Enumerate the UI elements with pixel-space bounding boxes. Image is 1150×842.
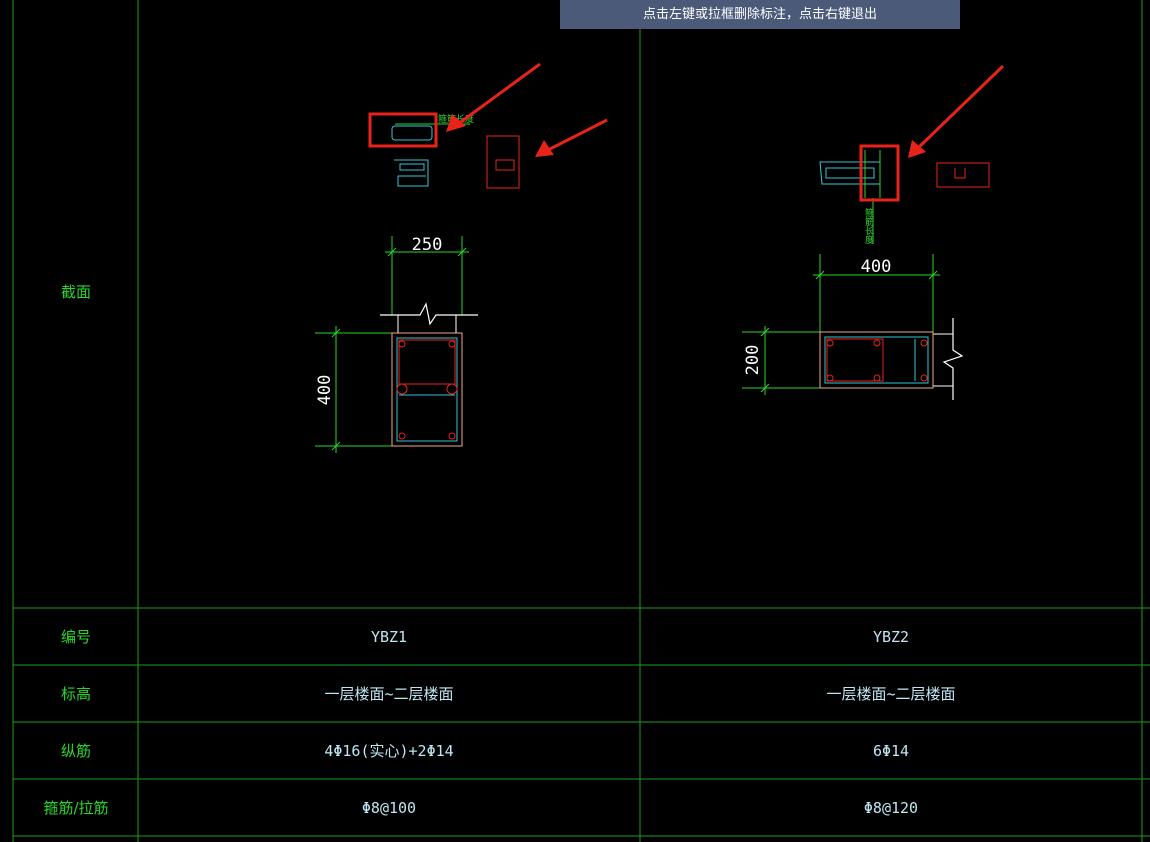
row-label-elevation: 标高 bbox=[61, 685, 91, 703]
row-label-stirrup: 箍筋/拉筋 bbox=[43, 799, 108, 817]
cell-rebar-col1[interactable]: 4Φ16(实心)+2Φ14 bbox=[324, 742, 453, 760]
highlight-box-2 bbox=[859, 144, 900, 202]
table-grid bbox=[12, 0, 1150, 842]
status-tooltip: 点击左键或拉框删除标注，点击右键退出 bbox=[560, 0, 960, 29]
section1-drawing[interactable]: 250 400 bbox=[315, 235, 478, 453]
cell-elevation-col2[interactable]: 一层楼面~二层楼面 bbox=[826, 685, 955, 703]
cell-stirrup-col1[interactable]: Φ8@100 bbox=[362, 799, 416, 817]
cell-id-col1[interactable]: YBZ1 bbox=[371, 628, 407, 646]
section2-rebar-detail[interactable]: 箍筋长度 bbox=[819, 144, 990, 245]
highlight-box bbox=[368, 112, 438, 148]
section2-width-dim: 400 bbox=[861, 257, 892, 277]
section1-rebar-detail[interactable]: 箍筋长度 bbox=[368, 112, 520, 189]
cell-rebar-col2[interactable]: 6Φ14 bbox=[873, 742, 909, 760]
section1-width-dim: 250 bbox=[412, 235, 443, 255]
cell-stirrup-col2[interactable]: Φ8@120 bbox=[864, 799, 918, 817]
section2-height-dim: 200 bbox=[743, 345, 763, 376]
annotation-arrows bbox=[446, 62, 1005, 158]
svg-text:箍筋长度: 箍筋长度 bbox=[863, 207, 874, 245]
row-label-longitudinal-rebar: 纵筋 bbox=[61, 742, 91, 760]
row-label-id: 编号 bbox=[61, 628, 91, 646]
cell-id-col2[interactable]: YBZ2 bbox=[873, 628, 909, 646]
cell-elevation-col1[interactable]: 一层楼面~二层楼面 bbox=[324, 685, 453, 703]
section2-drawing[interactable]: 400 200 bbox=[742, 254, 964, 400]
section-label: 截面 bbox=[61, 283, 91, 301]
section1-height-dim: 400 bbox=[315, 375, 335, 406]
